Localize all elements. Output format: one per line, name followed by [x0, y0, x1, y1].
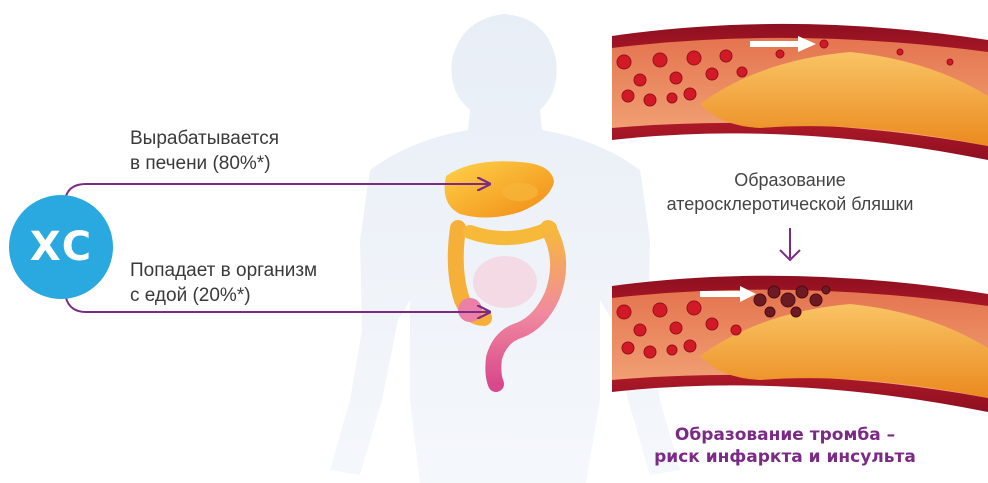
clot-caption-line2: риск инфаркта и инсульта: [610, 446, 960, 468]
plaque-caption: Образование атеросклеротической бляшки: [620, 168, 960, 216]
vessel-plaque: [612, 24, 988, 160]
clot-caption-line1: Образование тромба –: [610, 424, 960, 446]
food-source-label: Попадает в организм с едой (20%*): [130, 258, 317, 308]
plaque-caption-line2: атеросклеротической бляшки: [620, 192, 960, 216]
liver-source-label: Вырабатывается в печени (80%*): [130, 126, 279, 176]
liver-source-line2: в печени (80%*): [130, 151, 279, 176]
cholesterol-badge: ХС: [9, 195, 113, 299]
food-source-line2: с едой (20%*): [130, 283, 317, 308]
vessel-clot: [612, 276, 988, 412]
liver-source-line1: Вырабатывается: [130, 126, 279, 151]
step-arrow: [780, 228, 800, 260]
clot-caption: Образование тромба – риск инфаркта и инс…: [610, 424, 960, 468]
plaque-caption-line1: Образование: [620, 168, 960, 192]
food-source-line1: Попадает в организм: [130, 258, 317, 283]
